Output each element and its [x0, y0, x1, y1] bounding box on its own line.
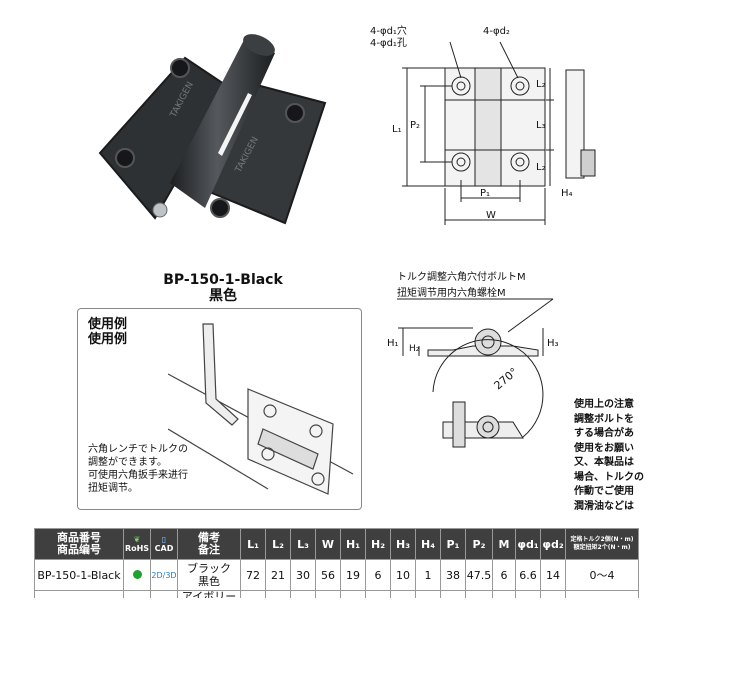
cell-H2: 6: [365, 559, 391, 591]
product-code-caption: BP-150-1-Black: [163, 272, 283, 288]
note-line-6: 場合、トルクの: [574, 471, 644, 483]
usage-text-ja-2: 調整ができます。: [88, 457, 167, 468]
usage-title-ja: 使用例: [88, 317, 128, 332]
bolt-label-cn: 扭矩调节用内六角螺栓M: [397, 286, 506, 299]
cell-W: 56: [315, 559, 341, 591]
cell-d2: 14: [540, 559, 566, 591]
header-M: M: [492, 528, 516, 560]
note-line-2: 調整ボルトを: [574, 413, 634, 425]
H4-label: H₄: [561, 188, 573, 199]
dimension-drawing-top: 4-φd₁穴 4-φd₁孔 4-φd₂ L₁ P₂ L₂ L₃ L₂ P₁ W …: [370, 24, 596, 225]
hole-label-cn: 4-φd₁孔: [370, 37, 407, 49]
header-H2: H₂: [365, 528, 391, 560]
header-remarks: 備考备注: [177, 528, 241, 560]
cell-rohs: [123, 559, 151, 591]
P2-label: P₂: [410, 120, 420, 131]
cell-H3: 10: [390, 559, 416, 591]
note-line-3: する場合があ: [574, 428, 634, 439]
note-line-5: 又、本製品は: [574, 457, 634, 468]
usage-text-cn-1: 可使用六角扳手来进行: [88, 470, 188, 481]
hole-label-ja: 4-φd₁穴: [370, 24, 407, 37]
usage-text-ja-1: 六角レンチでトルクの: [88, 444, 188, 455]
L3-label: L₃: [536, 120, 546, 131]
header-H1: H₁: [340, 528, 366, 560]
note-line-8: 潤滑油などは: [574, 500, 634, 512]
spec-table-header: 商品番号商品编号 ❦RoHS ▯CAD 備考备注 L₁ L₂ L₃ W H₁ H…: [34, 528, 639, 560]
usage-text-cn-2: 扭矩调节。: [88, 483, 138, 494]
H3-label: H₃: [547, 338, 559, 349]
header-H4: H₄: [415, 528, 441, 560]
dimension-drawing-side: トルク調整六角穴付ボルトM 扭矩调节用内六角螺栓M H₁ H₂ H₃ 270°: [387, 270, 559, 448]
product-color-caption: 黒色: [209, 288, 237, 304]
cell-torque: 0〜4: [565, 559, 639, 591]
cell-remarks: ブラック黒色: [177, 559, 241, 591]
usage-title-cn: 使用例: [88, 332, 128, 347]
usage-example-box: 使用例 使用例 六角レンチでトルクの 調整ができます。 可使用六角扳手来进行 扭…: [77, 308, 362, 510]
cell-L3: 30: [290, 559, 316, 591]
note-line-4: 使用をお願い: [574, 442, 634, 454]
product-caption: BP-150-1-Black 黒色: [158, 272, 288, 304]
header-L3: L₃: [290, 528, 316, 560]
header-rohs: ❦RoHS: [123, 528, 151, 560]
angle-label: 270°: [492, 365, 521, 392]
usage-notes: 使用上の注意 調整ボルトを する場合があ 使用をお願い 又、本製品は 場合、トル…: [574, 398, 729, 514]
W-label: W: [486, 210, 496, 221]
header-torque: 定格トルク2個(N・m)額定扭矩2个(N・m): [565, 528, 639, 560]
usage-title: 使用例 使用例: [88, 317, 127, 347]
header-code: 商品番号商品编号: [34, 528, 124, 560]
usage-illustration: [168, 323, 354, 495]
note-line-7: 作動でご使用: [574, 486, 634, 497]
header-W: W: [315, 528, 341, 560]
cell-L1: 72: [240, 559, 266, 591]
bolt-label-ja: トルク調整六角穴付ボルトM: [397, 270, 526, 283]
cell-L2: 21: [265, 559, 291, 591]
L2-label-bottom: L₂: [536, 162, 546, 173]
L1-label: L₁: [392, 124, 402, 135]
cell-cad[interactable]: 2D/3D: [150, 559, 178, 591]
header-d1: φd₁: [515, 528, 541, 560]
hinge-product-photo: TAKIGEN TAKIGEN: [98, 34, 327, 225]
header-P1: P₁: [440, 528, 466, 560]
cell-P1: 38: [440, 559, 466, 591]
header-cad: ▯CAD: [150, 528, 178, 560]
cell-H1: 19: [340, 559, 366, 591]
P1-label: P₁: [480, 188, 490, 199]
d2-label: 4-φd₂: [483, 26, 510, 37]
table-row: BP-150-1-Black 2D/3D ブラック黒色 72 21 30 56 …: [34, 559, 639, 591]
cropped-area: [0, 598, 729, 683]
cell-H4: 1: [415, 559, 441, 591]
H2-label: H₂: [409, 344, 420, 354]
header-P2: P₂: [465, 528, 493, 560]
file-icon: ▯: [161, 535, 167, 544]
header-H3: H₃: [390, 528, 416, 560]
cell-P2: 47.5: [465, 559, 493, 591]
header-L1: L₁: [240, 528, 266, 560]
leaf-icon: ❦: [133, 535, 141, 544]
note-line-1: 使用上の注意: [574, 399, 634, 410]
cell-code: BP-150-1-Black: [34, 559, 124, 591]
H1-label: H₁: [387, 338, 399, 349]
L2-label-top: L₂: [536, 79, 546, 90]
usage-text: 六角レンチでトルクの 調整ができます。 可使用六角扳手来进行 扭矩调节。: [88, 443, 188, 495]
header-L2: L₂: [265, 528, 291, 560]
cell-d1: 6.6: [515, 559, 541, 591]
header-d2: φd₂: [540, 528, 566, 560]
cell-M: 6: [492, 559, 516, 591]
rohs-dot-icon: [132, 569, 142, 579]
